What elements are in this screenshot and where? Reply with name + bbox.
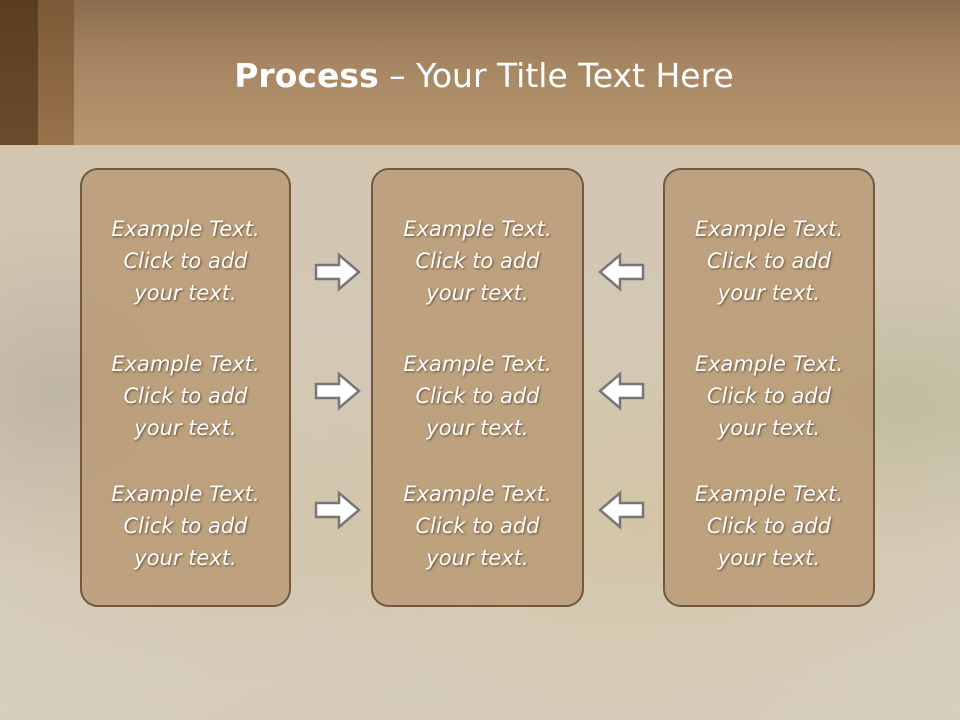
text-placeholder[interactable]: Example Text. Click to add your text. [373, 478, 582, 574]
text-line: Click to add [123, 384, 248, 408]
title-bar [0, 0, 960, 145]
text-line: your text. [717, 281, 821, 305]
text-line: Click to add [415, 514, 540, 538]
text-line: your text. [717, 546, 821, 570]
text-line: your text. [134, 416, 237, 440]
left-arrow-icon[interactable] [597, 252, 645, 292]
text-line: Example Text. [694, 482, 844, 506]
text-placeholder[interactable]: Example Text. Click to add your text. [82, 478, 289, 574]
text-placeholder[interactable]: Example Text. Click to add your text. [665, 348, 873, 444]
text-line: your text. [134, 281, 237, 305]
right-arrow-icon[interactable] [314, 252, 362, 292]
text-line: Example Text. [403, 217, 552, 241]
title-bold: Process [234, 56, 379, 95]
text-line: Click to add [123, 249, 248, 273]
text-placeholder[interactable]: Example Text. Click to add your text. [373, 213, 582, 309]
text-placeholder[interactable]: Example Text. Click to add your text. [82, 348, 289, 444]
text-line: Click to add [706, 384, 831, 408]
process-box-left[interactable]: Example Text. Click to add your text. Ex… [80, 168, 291, 607]
process-box-middle[interactable]: Example Text. Click to add your text. Ex… [371, 168, 584, 607]
text-line: Click to add [706, 514, 831, 538]
text-line: Click to add [123, 514, 248, 538]
header-accent-dark [0, 0, 38, 145]
text-line: Example Text. [111, 352, 260, 376]
title-rest: – Your Title Text Here [378, 56, 734, 95]
process-box-right[interactable]: Example Text. Click to add your text. Ex… [663, 168, 875, 607]
text-line: Example Text. [111, 482, 260, 506]
text-placeholder[interactable]: Example Text. Click to add your text. [82, 213, 289, 309]
text-line: your text. [426, 416, 529, 440]
header-accent-mid [38, 0, 74, 145]
text-line: Example Text. [694, 352, 844, 376]
text-line: Example Text. [694, 217, 844, 241]
slide-title[interactable]: Process – Your Title Text Here [74, 52, 894, 100]
right-arrow-icon[interactable] [314, 490, 362, 530]
text-line: your text. [426, 546, 529, 570]
text-line: Click to add [415, 249, 540, 273]
left-arrow-icon[interactable] [597, 490, 645, 530]
text-line: Example Text. [111, 217, 260, 241]
text-line: your text. [426, 281, 529, 305]
text-line: Click to add [415, 384, 540, 408]
right-arrow-icon[interactable] [314, 371, 362, 411]
text-line: Example Text. [403, 352, 552, 376]
text-line: Click to add [706, 249, 831, 273]
text-line: Example Text. [403, 482, 552, 506]
left-arrow-icon[interactable] [597, 371, 645, 411]
text-line: your text. [717, 416, 821, 440]
text-placeholder[interactable]: Example Text. Click to add your text. [665, 478, 873, 574]
text-placeholder[interactable]: Example Text. Click to add your text. [373, 348, 582, 444]
text-line: your text. [134, 546, 237, 570]
text-placeholder[interactable]: Example Text. Click to add your text. [665, 213, 873, 309]
